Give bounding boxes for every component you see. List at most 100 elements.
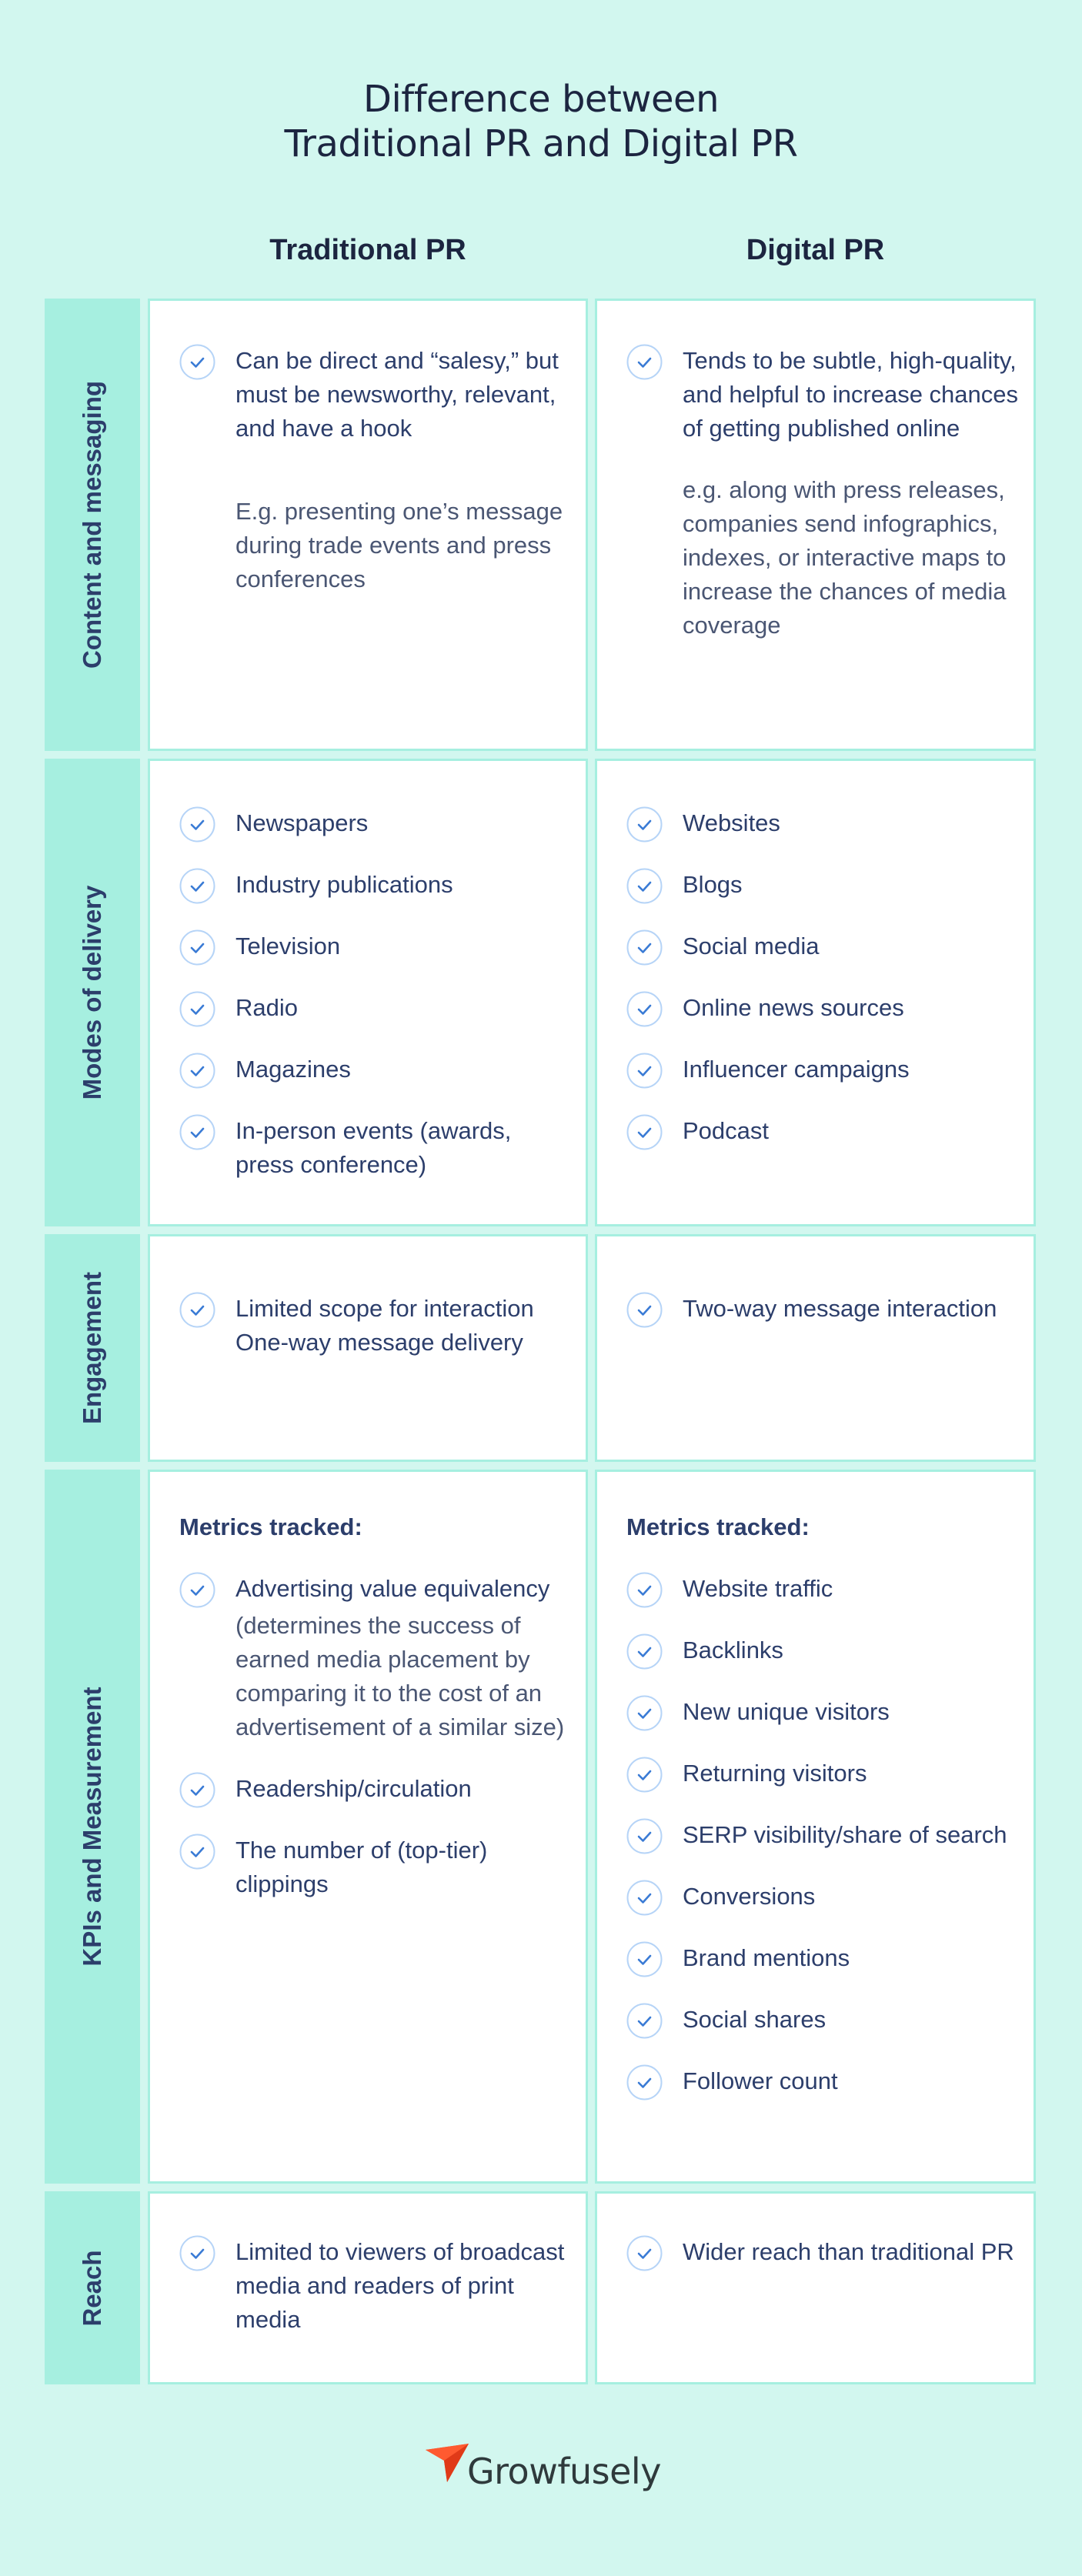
row-label: Modes of delivery [45, 759, 140, 1226]
list-item: Television [179, 929, 570, 966]
row-label: KPIs and Measurement [45, 1470, 140, 2184]
item-text: Conversions [683, 1883, 816, 1910]
check-circle-icon [626, 2235, 663, 2271]
check-circle-icon [626, 1292, 663, 1328]
item-text: Can be direct and “salesy,” but must be … [235, 347, 559, 442]
row-label-text: KPIs and Measurement [78, 1687, 106, 1967]
cell-traditional: Newspapers Industry publications Televis… [148, 759, 588, 1226]
check-circle-icon [626, 1695, 663, 1731]
metrics-heading: Metrics tracked: [179, 1513, 362, 1540]
row-label: Engagement [45, 1234, 140, 1462]
cell-traditional: Limited to viewers of broadcast media an… [148, 2191, 588, 2384]
check-circle-icon [179, 344, 215, 380]
item-text: Advertising value equivalency [235, 1575, 550, 1602]
list-item: Backlinks [626, 1633, 1018, 1670]
check-circle-icon [179, 1772, 215, 1808]
item-text: In-person events (awards, press conferen… [235, 1117, 512, 1178]
page-title: Difference between Traditional PR and Di… [0, 77, 1082, 166]
item-text: SERP visibility/share of search [683, 1821, 1007, 1848]
list-item: Readership/circulation [179, 1772, 570, 1808]
list-item: Website traffic [626, 1572, 1018, 1608]
check-circle-icon [626, 2064, 663, 2101]
item-text: Tends to be subtle, high-quality, and he… [683, 347, 1019, 442]
check-circle-icon [179, 1114, 215, 1150]
item-text: Industry publications [235, 871, 453, 898]
list-item: Brand mentions [626, 1941, 1018, 1977]
row-label-text: Content and messaging [78, 380, 106, 669]
list-item: The number of (top-tier) clippings [179, 1834, 570, 1901]
list-item: Websites [626, 806, 1018, 843]
check-circle-icon [179, 806, 215, 843]
paper-plane-icon [426, 2444, 469, 2488]
list-item: Tends to be subtle, high-quality, and he… [626, 344, 1018, 445]
list-item: Limited scope for interaction One-way me… [179, 1292, 570, 1360]
check-circle-icon [179, 929, 215, 966]
list-item: Social shares [626, 2003, 1018, 2039]
list-item: Influencer campaigns [626, 1053, 1018, 1089]
list-item: Blogs [626, 868, 1018, 904]
check-circle-icon [626, 929, 663, 966]
item-text: Social shares [683, 2006, 827, 2033]
cell-digital: Tends to be subtle, high-quality, and he… [595, 299, 1036, 751]
cell-digital: Two-way message interaction [595, 1234, 1036, 1462]
item-text: Limited to viewers of broadcast media an… [235, 2238, 565, 2333]
check-circle-icon [626, 2003, 663, 2039]
list-item: Newspapers [179, 806, 570, 843]
item-text: New unique visitors [683, 1698, 890, 1725]
row-reach: Reach Limited to viewers of broadcast me… [45, 2191, 1036, 2384]
list-item: Two-way message interaction [626, 1292, 1018, 1328]
cell-digital: Wider reach than traditional PR [595, 2191, 1036, 2384]
cell-traditional: Metrics tracked: Advertising value equiv… [148, 1470, 588, 2184]
list-item: In-person events (awards, press conferen… [179, 1114, 570, 1182]
item-text: Influencer campaigns [683, 1056, 910, 1083]
check-circle-icon [179, 868, 215, 904]
check-circle-icon [626, 1818, 663, 1854]
row-modes-of-delivery: Modes of delivery Newspapers Industry pu… [45, 759, 1036, 1226]
check-circle-icon [179, 1834, 215, 1870]
item-text: Podcast [683, 1117, 770, 1144]
list-item: Can be direct and “salesy,” but must be … [179, 344, 570, 445]
list-item: Industry publications [179, 868, 570, 904]
item-text: Newspapers [235, 809, 369, 836]
check-circle-icon [626, 868, 663, 904]
list-item: Online news sources [626, 991, 1018, 1027]
row-kpis-and-measurement: KPIs and Measurement Metrics tracked: Ad… [45, 1470, 1036, 2184]
row-label-text: Modes of delivery [78, 885, 106, 1100]
item-text: Wider reach than traditional PR [683, 2238, 1014, 2265]
list-item: Returning visitors [626, 1757, 1018, 1793]
cell-digital: Websites Blogs Social media Online news … [595, 759, 1036, 1226]
example-note: E.g. presenting one’s message during tra… [235, 498, 563, 592]
check-circle-icon [626, 1880, 663, 1916]
item-text: Limited scope for interaction One-way me… [235, 1295, 534, 1356]
item-text: The number of (top-tier) clippings [235, 1837, 488, 1897]
list-item: Podcast [626, 1114, 1018, 1150]
item-text: Radio [235, 994, 298, 1021]
brand-name: Growfusely [467, 2451, 661, 2492]
check-circle-icon [626, 806, 663, 843]
list-item: New unique visitors [626, 1695, 1018, 1731]
check-circle-icon [626, 344, 663, 380]
check-circle-icon [626, 1053, 663, 1089]
item-text: Follower count [683, 2067, 838, 2094]
list-item: Social media [626, 929, 1018, 966]
cell-digital: Metrics tracked: Website traffic Backlin… [595, 1470, 1036, 2184]
check-circle-icon [626, 1941, 663, 1977]
title-line-1: Difference between [363, 78, 720, 121]
row-label-text: Engagement [78, 1271, 106, 1425]
item-text: Television [235, 933, 341, 959]
row-label: Content and messaging [45, 299, 140, 751]
row-engagement: Engagement Limited scope for interaction… [45, 1234, 1036, 1462]
metrics-heading: Metrics tracked: [626, 1513, 810, 1540]
column-header-digital: Digital PR [746, 234, 885, 266]
example-note: e.g. along with press releases, companie… [683, 476, 1007, 639]
list-item: Conversions [626, 1880, 1018, 1916]
list-item: Follower count [626, 2064, 1018, 2101]
growfusely-logo: Growfusely [426, 2444, 661, 2498]
item-text: Brand mentions [683, 1944, 850, 1971]
item-text: Two-way message interaction [683, 1295, 997, 1322]
list-item: Advertising value equivalency (determine… [179, 1572, 570, 1744]
check-circle-icon [626, 1633, 663, 1670]
item-note: (determines the success of earned media … [235, 1612, 565, 1740]
check-circle-icon [179, 1053, 215, 1089]
row-label-text: Reach [78, 2249, 106, 2327]
